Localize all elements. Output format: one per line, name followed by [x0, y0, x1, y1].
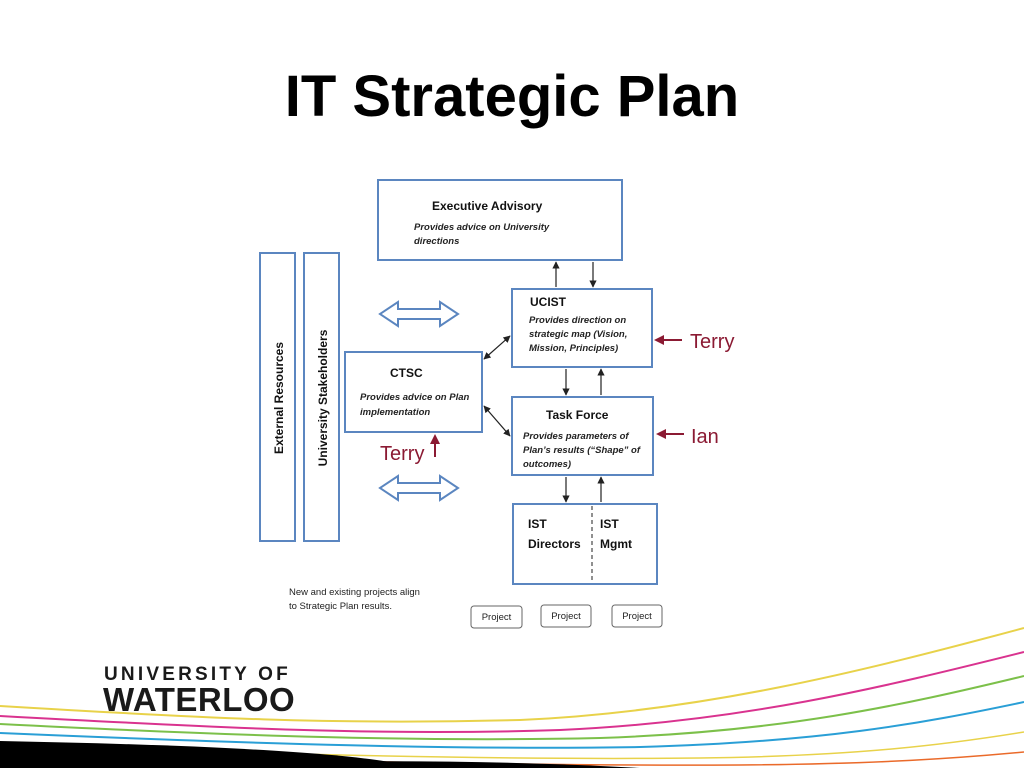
external-resources-label: External Resources [272, 342, 286, 454]
annotation-ucist-label: Terry [690, 331, 734, 353]
annotation-ctsc: Terry [380, 434, 440, 465]
annotation-task-force: Ian [656, 426, 719, 448]
note-line-2: to Strategic Plan results. [289, 601, 392, 612]
ist-directors-line2: Directors [528, 537, 581, 551]
project-box-1: Project [470, 605, 523, 629]
ist-mgmt-line2: Mgmt [600, 537, 632, 551]
task-force-title: Task Force [546, 408, 609, 422]
arrow-ctsc-ucist [483, 335, 511, 360]
ucist-desc-1: Provides direction on [529, 315, 626, 326]
project-label-2: Project [551, 611, 581, 622]
note-line-1: New and existing projects align [289, 587, 420, 598]
slide-title: IT Strategic Plan [284, 64, 740, 129]
ist-directors-line1: IST [528, 517, 547, 531]
university-logo: UNIVERSITY OF WATERLOO [103, 664, 295, 718]
task-force-desc-1: Provides parameters of [523, 431, 629, 442]
university-stakeholders-bar: University Stakeholders [303, 252, 340, 542]
external-resources-bar: External Resources [259, 252, 296, 542]
ctsc-desc-2: implementation [360, 407, 430, 418]
task-force-desc-3: outcomes) [523, 459, 571, 470]
university-stakeholders-label: University Stakeholders [316, 329, 330, 466]
project-box-3: Project [611, 604, 663, 628]
ist-box: IST Directors IST Mgmt [512, 503, 658, 585]
executive-advisory-desc-1: Provides advice on University [414, 222, 550, 233]
ctsc-box: CTSC Provides advice on Plan implementat… [344, 351, 483, 433]
executive-advisory-box: Executive Advisory Provides advice on Un… [377, 179, 623, 261]
project-box-2: Project [540, 604, 592, 628]
executive-advisory-title: Executive Advisory [432, 199, 543, 213]
arrow-ctsc-taskforce [483, 405, 511, 437]
ucist-title: UCIST [530, 295, 567, 309]
double-arrow-bottom [378, 474, 460, 502]
annotation-task-force-label: Ian [691, 426, 719, 448]
ctsc-title: CTSC [390, 366, 423, 380]
logo-line-2: WATERLOO [103, 681, 295, 718]
logo-line-1: UNIVERSITY OF [104, 664, 291, 685]
double-arrow-top [378, 300, 460, 328]
annotation-ctsc-label: Terry [380, 443, 424, 465]
project-label-3: Project [622, 611, 652, 622]
ctsc-desc-1: Provides advice on Plan [360, 392, 469, 403]
ucist-box: UCIST Provides direction on strategic ma… [511, 288, 653, 368]
annotation-ucist: Terry [654, 331, 734, 353]
ist-mgmt-line1: IST [600, 517, 619, 531]
project-label-1: Project [482, 612, 512, 623]
ucist-desc-3: Mission, Principles) [529, 343, 618, 354]
task-force-box: Task Force Provides parameters of Plan’s… [511, 396, 654, 476]
task-force-desc-2: Plan’s results (“Shape” of [523, 445, 641, 456]
ucist-desc-2: strategic map (Vision, [529, 329, 627, 340]
decorative-swoosh [0, 627, 1024, 768]
executive-advisory-desc-2: directions [414, 236, 459, 247]
